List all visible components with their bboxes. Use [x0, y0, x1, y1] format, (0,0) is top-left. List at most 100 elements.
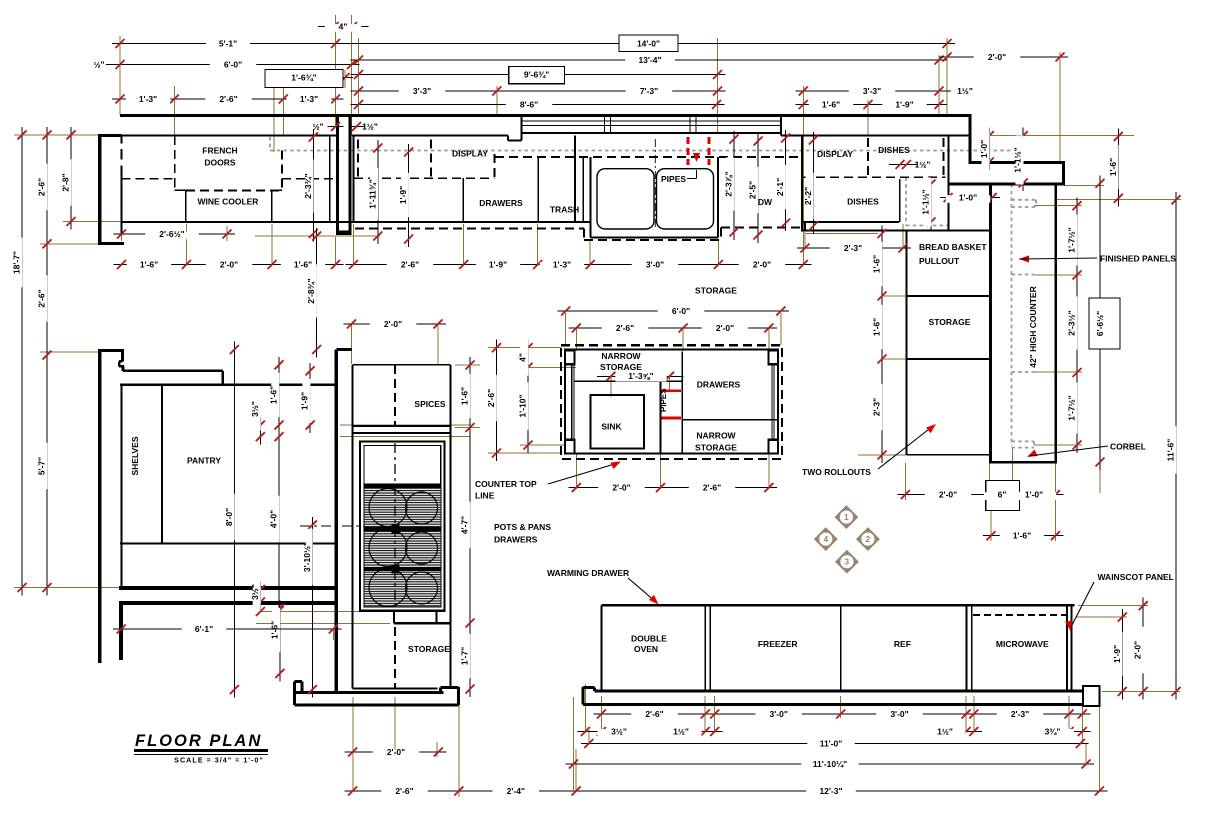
- svg-text:6'-6½": 6'-6½": [1095, 311, 1105, 336]
- svg-text:4: 4: [824, 535, 829, 544]
- svg-text:1½": 1½": [362, 121, 378, 131]
- svg-text:1'-6": 1'-6": [140, 259, 158, 269]
- svg-text:STORAGE: STORAGE: [408, 644, 450, 654]
- svg-text:1'-9": 1'-9": [895, 99, 913, 109]
- svg-text:PIPES: PIPES: [659, 388, 668, 412]
- svg-text:FLOOR PLAN: FLOOR PLAN: [135, 732, 262, 750]
- svg-text:DISPLAY: DISPLAY: [817, 149, 853, 159]
- svg-text:4'-0": 4'-0": [269, 510, 279, 528]
- svg-text:SCALE = 3/4" = 1'-0": SCALE = 3/4" = 1'-0": [174, 756, 264, 765]
- svg-text:14'-0": 14'-0": [637, 38, 660, 48]
- svg-text:1'-6": 1'-6": [269, 621, 279, 639]
- svg-text:DRAWERS: DRAWERS: [494, 535, 538, 545]
- svg-text:2'-0": 2'-0": [612, 483, 630, 493]
- svg-text:2'-0": 2'-0": [988, 52, 1006, 62]
- svg-text:2'-3½": 2'-3½": [1067, 310, 1077, 335]
- svg-text:DOORS: DOORS: [204, 158, 236, 168]
- svg-text:POTS & PANS: POTS & PANS: [494, 522, 551, 532]
- svg-text:1½": 1½": [673, 726, 689, 736]
- svg-text:1'-3": 1'-3": [553, 259, 571, 269]
- svg-text:3'-3": 3'-3": [863, 86, 881, 96]
- svg-text:DOUBLE: DOUBLE: [631, 634, 667, 644]
- svg-text:5'-1": 5'-1": [219, 38, 237, 48]
- svg-text:6'-0": 6'-0": [672, 306, 690, 316]
- svg-text:1'-3": 1'-3": [139, 94, 157, 104]
- svg-text:2'-6": 2'-6": [645, 709, 663, 719]
- svg-text:STORAGE: STORAGE: [695, 443, 737, 453]
- svg-text:1½": 1½": [915, 159, 931, 169]
- svg-text:REF: REF: [894, 639, 911, 649]
- svg-text:½": ½": [312, 121, 323, 131]
- svg-text:13'-4": 13'-4": [638, 55, 661, 65]
- svg-text:5'-7": 5'-7": [37, 457, 47, 475]
- svg-text:4'-7": 4'-7": [460, 516, 470, 534]
- svg-text:2'-0": 2'-0": [1133, 641, 1143, 659]
- svg-text:3: 3: [845, 558, 850, 567]
- svg-text:SPICES: SPICES: [414, 399, 446, 409]
- svg-text:3½": 3½": [611, 726, 627, 736]
- svg-text:2'-6": 2'-6": [401, 259, 419, 269]
- svg-text:1'-6": 1'-6": [1013, 531, 1031, 541]
- svg-text:2'-6": 2'-6": [37, 289, 47, 307]
- svg-text:2'-0": 2'-0": [716, 323, 734, 333]
- svg-text:11'-6": 11'-6": [1166, 439, 1176, 462]
- svg-text:6'-1": 6'-1": [195, 624, 213, 634]
- svg-text:1'-3": 1'-3": [300, 94, 318, 104]
- svg-text:1'-6": 1'-6": [872, 318, 882, 336]
- svg-text:7'-3": 7'-3": [640, 86, 658, 96]
- svg-text:1'-9": 1'-9": [489, 259, 507, 269]
- svg-text:OVEN: OVEN: [634, 644, 658, 654]
- svg-text:3'-0": 3'-0": [890, 709, 908, 719]
- svg-text:2'-2": 2'-2": [803, 187, 813, 205]
- svg-text:42" HIGH COUNTER: 42" HIGH COUNTER: [1028, 286, 1038, 368]
- svg-text:1'-9": 1'-9": [398, 186, 408, 204]
- svg-text:3'-0": 3'-0": [770, 709, 788, 719]
- svg-text:BREAD BASKET: BREAD BASKET: [919, 242, 987, 252]
- svg-text:1'-6": 1'-6": [294, 259, 312, 269]
- svg-text:STORAGE: STORAGE: [929, 317, 971, 327]
- svg-text:2'-3⅞": 2'-3⅞": [724, 171, 734, 196]
- svg-text:11'-10¼": 11'-10¼": [813, 759, 847, 769]
- svg-text:TWO ROLLOUTS: TWO ROLLOUTS: [802, 467, 871, 477]
- svg-text:2'-0": 2'-0": [384, 319, 402, 329]
- svg-text:CORBEL: CORBEL: [1110, 442, 1146, 452]
- svg-text:1'-9": 1'-9": [1112, 645, 1122, 663]
- svg-text:WINE COOLER: WINE COOLER: [198, 197, 259, 207]
- svg-text:SINK: SINK: [601, 422, 622, 432]
- svg-text:½": ½": [93, 59, 104, 69]
- svg-text:1'-10": 1'-10": [518, 394, 528, 417]
- svg-text:8'-6": 8'-6": [520, 99, 538, 109]
- svg-text:FRENCH: FRENCH: [202, 146, 237, 156]
- svg-text:DRAWERS: DRAWERS: [697, 380, 741, 390]
- svg-text:2'-0": 2'-0": [939, 490, 957, 500]
- svg-text:2'-8¾": 2'-8¾": [306, 278, 316, 303]
- svg-text:1'-1½": 1'-1½": [1013, 147, 1023, 172]
- svg-text:2'-6": 2'-6": [486, 389, 496, 407]
- svg-text:9'-6¾": 9'-6¾": [524, 69, 549, 79]
- svg-text:2'-0": 2'-0": [753, 259, 771, 269]
- svg-text:FREEZER: FREEZER: [758, 639, 798, 649]
- svg-text:DRAWERS: DRAWERS: [479, 198, 523, 208]
- svg-text:2'-6": 2'-6": [703, 483, 721, 493]
- svg-text:2'-6": 2'-6": [395, 786, 413, 796]
- svg-text:MICROWAVE: MICROWAVE: [996, 639, 1049, 649]
- svg-text:1'-0": 1'-0": [1025, 490, 1043, 500]
- svg-text:DISHES: DISHES: [878, 145, 910, 155]
- svg-text:1'-3⅝": 1'-3⅝": [628, 371, 653, 381]
- svg-text:3¾": 3¾": [1045, 726, 1061, 736]
- svg-text:1'-6": 1'-6": [269, 386, 279, 404]
- svg-text:4": 4": [339, 21, 348, 31]
- svg-text:3'-0": 3'-0": [646, 259, 664, 269]
- svg-text:2'-6": 2'-6": [37, 178, 47, 196]
- svg-text:1'-11¾": 1'-11¾": [367, 179, 377, 209]
- svg-text:WAINSCOT PANEL: WAINSCOT PANEL: [1098, 572, 1174, 582]
- svg-text:DISPLAY: DISPLAY: [452, 149, 488, 159]
- svg-text:NARROW: NARROW: [601, 351, 641, 361]
- svg-text:1'-7½": 1'-7½": [1067, 395, 1077, 420]
- svg-text:STORAGE: STORAGE: [695, 286, 737, 296]
- svg-text:12'-3": 12'-3": [819, 786, 842, 796]
- svg-text:2'-0": 2'-0": [220, 259, 238, 269]
- svg-text:FINISHED PANELS: FINISHED PANELS: [1100, 254, 1176, 264]
- svg-text:3½": 3½": [250, 401, 260, 417]
- svg-text:8'-0": 8'-0": [224, 508, 234, 526]
